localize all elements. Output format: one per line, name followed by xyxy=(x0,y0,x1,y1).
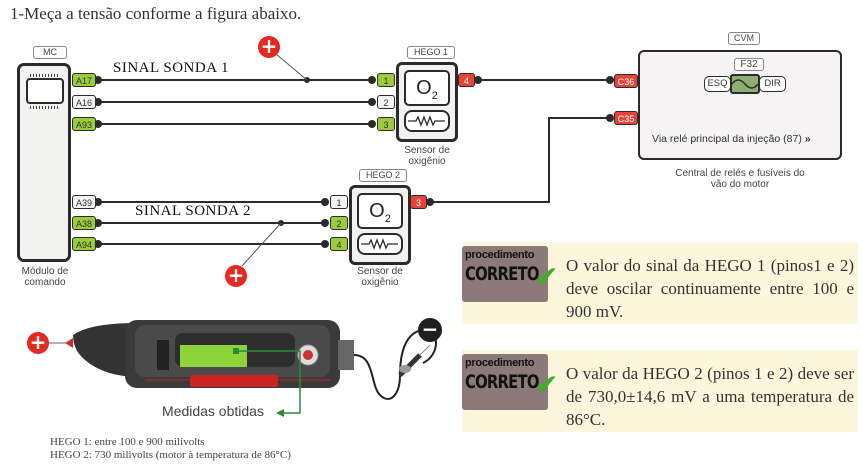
o2-icon: O2 xyxy=(404,70,450,106)
meter-lcd xyxy=(180,345,247,367)
o2-icon: O2 xyxy=(357,193,403,229)
heater-resistor-icon xyxy=(357,233,403,255)
positive-probe-icon: + xyxy=(258,36,280,58)
probe-lead-sonda1 xyxy=(275,53,308,81)
procedure-text-hego1: O valor do sinal da HEGO 1 (pinos1 e 2) … xyxy=(566,256,854,321)
hego2-pin-2: 2 xyxy=(330,216,348,230)
cvm-pin-c36: C36 xyxy=(614,74,638,88)
hego1-pin-3: 3 xyxy=(377,117,395,131)
hego2-pin-4: 4 xyxy=(330,237,348,251)
hego1-pin-1: 1 xyxy=(377,73,395,87)
hego2-caption: Sensor de oxigênio xyxy=(357,266,403,288)
signal-label-sonda2: SINAL SONDA 2 xyxy=(135,203,251,219)
hego2-pin-1: 1 xyxy=(330,195,348,209)
hego2-pin-3: 3 xyxy=(410,195,427,209)
positive-probe-icon: + xyxy=(27,332,49,354)
result-hego2: HEGO 2: 730 milivolts (motor à temperatu… xyxy=(50,449,291,461)
mc-tag: MC xyxy=(33,46,67,59)
chip-icon xyxy=(26,78,64,104)
signal-label-sonda1: SINAL SONDA 1 xyxy=(113,60,229,76)
measured-results: HEGO 1: entre 100 e 900 milivolts HEGO 2… xyxy=(50,436,291,462)
cvm-tag: CVM xyxy=(728,32,760,45)
hego1-tag: HEGO 1 xyxy=(407,46,455,59)
positive-probe-icon: + xyxy=(225,265,247,287)
negative-probe-icon: − xyxy=(418,318,442,342)
mc-caption: Módulo de comando xyxy=(21,266,69,288)
heater-resistor-icon xyxy=(404,110,450,132)
procedure-panel-hego1: procedimento CORRETO ✔ O valor do sinal … xyxy=(462,242,858,324)
mc-pin-a39: A39 xyxy=(72,195,96,209)
wire-hego2-pin3-c35 xyxy=(430,117,610,203)
hego1-pin-2: 2 xyxy=(377,95,395,109)
hego1-sensor: O2 xyxy=(396,62,458,142)
cvm-caption: Central de relés e fusíveis do vão do mo… xyxy=(675,168,805,190)
hego2-tag: HEGO 2 xyxy=(359,169,407,182)
checkmark-icon: ✔ xyxy=(535,260,559,293)
fuse-right-terminal: DIR xyxy=(759,76,786,92)
tester-brand-logo: ZIPTEC xyxy=(231,311,267,321)
mc-pin-a17: A17 xyxy=(72,73,96,87)
fuse-tag: F32 xyxy=(734,58,764,71)
probe-lead-sonda2 xyxy=(241,222,282,267)
checkmark-icon: ✔ xyxy=(535,368,559,401)
hego2-sensor: O2 xyxy=(349,185,411,265)
correct-procedure-badge: procedimento CORRETO xyxy=(462,246,548,302)
control-module xyxy=(17,63,71,262)
mc-pin-a16: A16 xyxy=(72,95,96,109)
result-hego1: HEGO 1: entre 100 e 900 milivolts xyxy=(50,436,205,448)
measurements-label: Medidas obtidas xyxy=(162,403,264,419)
cvm-pin-c35: C35 xyxy=(614,111,638,125)
relay-path-label: Via relé principal da injeção (87) » xyxy=(652,133,811,145)
procedure-panel-hego2: procedimento CORRETO ✔ O valor da HEGO 2… xyxy=(462,350,858,432)
relay-arrow-icon: » xyxy=(804,133,811,145)
mc-pin-a38: A38 xyxy=(72,216,96,230)
mc-pin-a94: A94 xyxy=(72,237,96,251)
mc-pin-a93: A93 xyxy=(72,117,96,131)
procedure-text-hego2: O valor da HEGO 2 (pinos 1 e 2) deve ser… xyxy=(566,364,854,429)
fuse-icon xyxy=(731,79,759,89)
correct-procedure-badge: procedimento CORRETO xyxy=(462,354,548,410)
exercise-title: 1-Meça a tensão conforme a figura abaixo… xyxy=(10,4,302,23)
hego1-pin-4: 4 xyxy=(458,73,475,87)
hego1-caption: Sensor de oxigênio xyxy=(404,145,450,167)
